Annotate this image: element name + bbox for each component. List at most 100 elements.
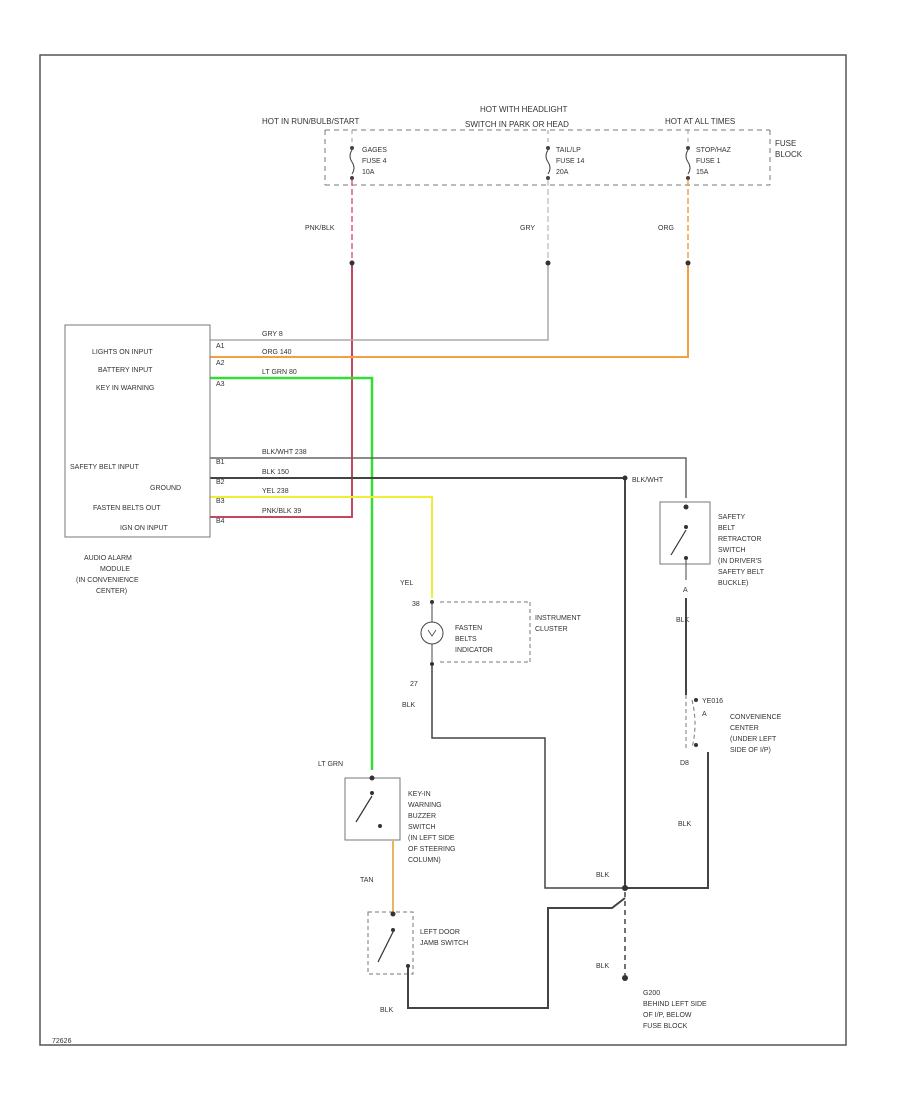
wire-code-gry: GRY 8 [262, 331, 283, 338]
ground-desc-2: OF I/P, BELOW [643, 1012, 692, 1019]
pin-b3: B3 [216, 498, 225, 505]
ground-desc-3: FUSE BLOCK [643, 1023, 688, 1030]
switch-contact [369, 775, 375, 781]
fuse-mid-rating: 20A [556, 169, 569, 176]
door-switch-line-1: LEFT DOOR [420, 929, 460, 936]
lamp-label-2: BELTS [455, 636, 477, 643]
connector-desc-1: CONVENIENCE [730, 714, 782, 721]
belt-switch-pin: A [683, 587, 688, 594]
door-switch-line-2: JAMB SWITCH [420, 940, 468, 947]
hot-right-label: HOT AT ALL TIMES [665, 117, 735, 126]
safety-belt-switch-line-7: BUCKLE) [718, 580, 748, 587]
fuse-left [349, 146, 355, 180]
ground-desc-1: BEHIND LEFT SIDE [643, 1001, 707, 1008]
wire-door-blk [407, 897, 626, 1009]
module-output-fasten-belts: FASTEN BELTS OUT [93, 505, 161, 512]
switch-contact [378, 824, 382, 828]
fuse-left-number: FUSE 4 [362, 158, 387, 165]
safety-belt-switch-line-1: SAFETY [718, 514, 746, 521]
lamp-label-1: FASTEN [455, 625, 482, 632]
pin-a1: A1 [216, 343, 225, 350]
wire-label-blk-belt: BLK [676, 617, 690, 624]
cluster-pin-top: 38 [412, 601, 420, 608]
fuse-mid-number: FUSE 14 [556, 158, 585, 165]
fuse-mid-name: TAIL/LP [556, 147, 581, 154]
fuse-block-label-2: BLOCK [775, 150, 803, 159]
module-caption-4: CENTER) [96, 588, 127, 595]
pin-a2: A2 [216, 360, 225, 367]
switch-contact [684, 525, 688, 529]
switch-contact [683, 504, 689, 510]
wire-label-pnk-blk: PNK/BLK [305, 225, 335, 232]
wire-code-org: ORG 140 [262, 349, 292, 356]
splice-dot [622, 475, 628, 481]
key-switch-line-6: OF STEERING [408, 846, 455, 853]
wire-org-run [210, 265, 689, 358]
fuse-left-name: GAGES [362, 147, 387, 154]
fuse-block [324, 129, 771, 186]
splice-dot [685, 260, 691, 266]
switch-contact [684, 556, 688, 560]
fuse-mid [545, 146, 551, 180]
module-input-ign-on: IGN ON INPUT [120, 525, 169, 532]
fuse-right [685, 146, 691, 180]
wire-label-lt-grn: LT GRN [318, 761, 343, 768]
convenience-connector [685, 695, 696, 749]
safety-belt-switch-line-3: RETRACTOR [718, 536, 761, 543]
switch-arm [355, 795, 373, 823]
wire-code-blk-wht: BLK/WHT 238 [262, 449, 307, 456]
hot-left-label: HOT IN RUN/BULB/START [262, 117, 359, 126]
module-input-lights-on: LIGHTS ON INPUT [92, 349, 153, 356]
cluster-name-1: INSTRUMENT [535, 615, 582, 622]
wire-code-pnk-blk: PNK/BLK 39 [262, 508, 301, 515]
key-switch-line-7: COLUMN) [408, 857, 441, 864]
key-switch-line-4: SWITCH [408, 824, 436, 831]
splice-dot [349, 260, 355, 266]
key-switch-line-2: WARNING [408, 802, 442, 809]
cluster-pin-dot [430, 600, 434, 604]
key-switch-line-1: KEY-IN [408, 791, 431, 798]
module-input-ground: GROUND [150, 485, 181, 492]
wire-label-blk-door: BLK [380, 1007, 394, 1014]
splice-dot [545, 260, 551, 266]
lamp-icon [420, 621, 444, 645]
wire-label-blk-wht: BLK/WHT [632, 477, 664, 484]
fuse-right-number: FUSE 1 [696, 158, 721, 165]
module-caption-3: (IN CONVENIENCE [76, 577, 139, 584]
lamp-label-3: INDICATOR [455, 647, 493, 654]
wire-yel [210, 496, 433, 598]
cluster-name-2: CLUSTER [535, 626, 568, 633]
instrument-cluster [440, 601, 531, 663]
safety-belt-switch-line-6: SAFETY BELT [718, 569, 765, 576]
connector-pin-dot [694, 698, 698, 702]
module-input-safety-belt: SAFETY BELT INPUT [70, 464, 140, 471]
lamp-filament [427, 629, 437, 637]
wire-label-org: ORG [658, 225, 674, 232]
cluster-pin-dot [430, 662, 434, 666]
fuse-right-rating: 15A [696, 169, 709, 176]
wire-label-blk-splice: BLK [596, 872, 610, 879]
fuse-block-label-1: FUSE [775, 139, 796, 148]
wire-conn-blk [625, 752, 709, 889]
wire-code-yel: YEL 238 [262, 488, 289, 495]
wire-blk-wht [210, 457, 687, 498]
fuse-left-rating: 10A [362, 169, 375, 176]
wire-label-blk-ground: BLK [596, 963, 610, 970]
fuse-internal-lines [351, 130, 689, 145]
fuse-right-name: STOP/HAZ [696, 147, 732, 154]
module-input-key-in: KEY IN WARNING [96, 385, 154, 392]
switch-contact [391, 928, 395, 932]
audio-alarm-module [64, 324, 211, 538]
pin-b2: B2 [216, 479, 225, 486]
module-input-battery: BATTERY INPUT [98, 367, 153, 374]
pin-b4: B4 [216, 518, 225, 525]
module-caption-1: AUDIO ALARM [84, 555, 132, 562]
pin-b1: B1 [216, 459, 225, 466]
door-switch-box [367, 911, 414, 975]
wire-pnk-blk-run [210, 265, 353, 518]
safety-belt-switch-line-2: BELT [718, 525, 736, 532]
switch-arm [670, 529, 687, 556]
connector-desc-3: (UNDER LEFT [730, 736, 777, 743]
hot-mid-label-1: HOT WITH HEADLIGHT [480, 105, 568, 114]
ground-id: G200 [643, 990, 660, 997]
